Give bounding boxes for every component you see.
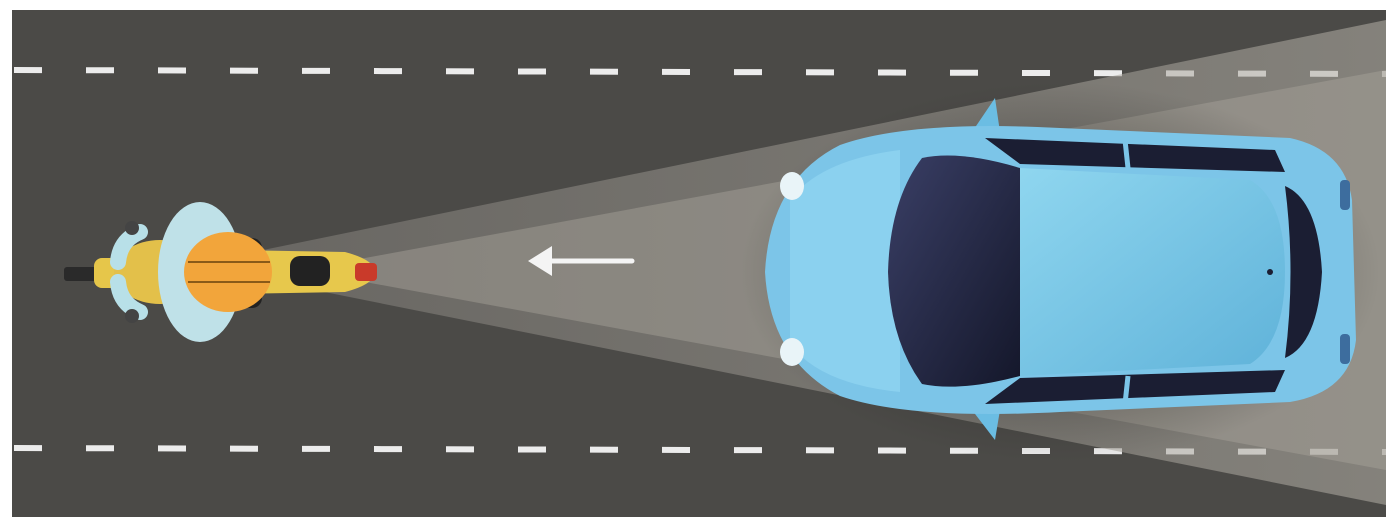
car-top-view — [765, 98, 1356, 440]
